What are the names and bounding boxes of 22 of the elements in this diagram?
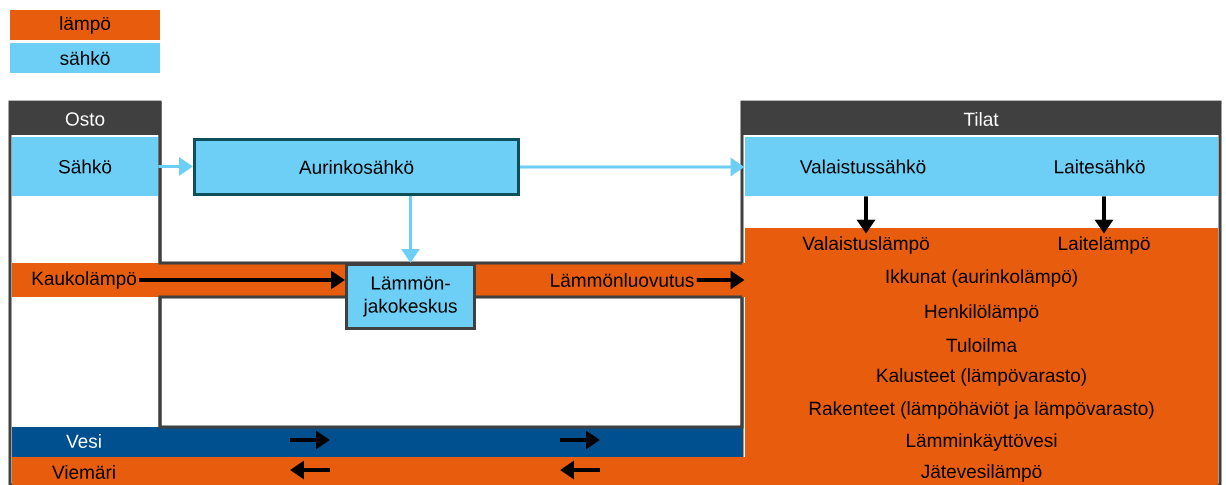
node-label: Laitesähkö <box>1055 159 1145 174</box>
use-box: Laitesähkö <box>981 137 1218 196</box>
heat-item: Tuloilma <box>946 338 1018 352</box>
band-label: Vesi <box>66 434 101 448</box>
heat-item: Rakenteet (lämpöhäviöt ja lämpövarasto) <box>809 401 1154 419</box>
heat-item: Kalusteet (lämpövarasto) <box>877 368 1086 386</box>
heat-item: Henkilölämpö <box>925 304 1039 322</box>
process-box: Aurinkosähkö <box>193 138 520 196</box>
use-box: Valaistussähkö <box>745 137 981 196</box>
heat-item: Ikkunat (aurinkolämpö) <box>886 269 1077 287</box>
flow-label: Valaistuslämpö <box>802 236 929 254</box>
heat-item: Jätevesilämpö <box>921 464 1042 482</box>
heat-item: Lämminkäyttövesi <box>907 433 1057 451</box>
legend-item: lämpö <box>10 10 160 40</box>
flow-label: Lämmönluovutus <box>551 273 694 287</box>
flow-label: Laitelämpö <box>1059 236 1150 254</box>
node-label: Valaistussähkö <box>799 159 926 174</box>
band-label: Viemäri <box>52 465 115 479</box>
process-box: Lämmön- jakokeskus <box>345 263 476 330</box>
legend-item: sähkö <box>10 43 160 73</box>
flow-label: Kaukolämpö <box>32 271 136 289</box>
source-box: Sähkö <box>12 137 158 196</box>
